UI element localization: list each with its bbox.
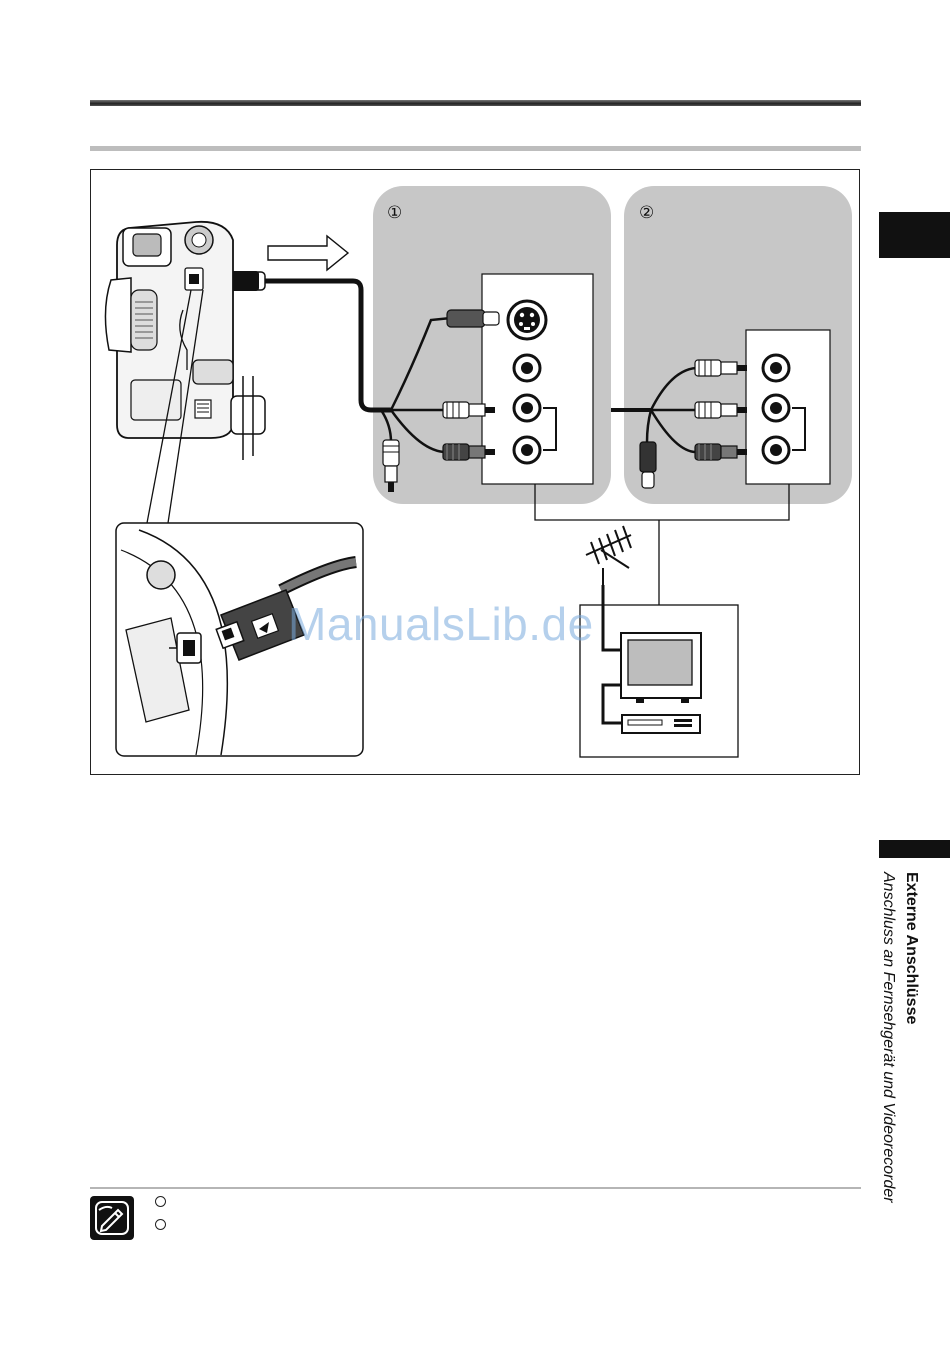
- rca-jack-1c: [514, 437, 540, 463]
- pencil-note-icon: [90, 1196, 134, 1240]
- vcr-icon: [622, 715, 700, 733]
- connection-diagram: ① ②: [90, 169, 860, 775]
- panel-marker-2: ②: [639, 203, 654, 223]
- section-subtitle: Anschluss an Fernsehgerät und Videorecor…: [879, 872, 897, 1203]
- antenna-icon: [586, 526, 631, 585]
- camcorder-illustration: [105, 222, 265, 460]
- header-rule-top: [90, 100, 861, 106]
- section-title: Externe Anschlüsse: [902, 872, 920, 1024]
- rca-jack-2b: [763, 395, 789, 421]
- panel-marker-1: ①: [387, 203, 402, 223]
- rca-jack-2a: [763, 355, 789, 381]
- pencil-note-icon-svg: [90, 1196, 134, 1240]
- note-bullet-2: [155, 1219, 166, 1230]
- s-video-jack: [508, 301, 546, 339]
- watermark-text: ManualsLib.de: [288, 597, 594, 651]
- rca-jack-1a: [514, 355, 540, 381]
- arrow-right-icon: [268, 236, 348, 270]
- s-video-plug-2: [640, 442, 656, 488]
- s-video-plug-1: [447, 310, 499, 327]
- note-bullet-1: [155, 1196, 166, 1207]
- header-rule-secondary: [90, 146, 861, 151]
- rca-jack-1b: [514, 395, 540, 421]
- note-separator: [90, 1187, 861, 1189]
- rca-jack-2c: [763, 437, 789, 463]
- connection-diagram-svg: ① ②: [91, 170, 861, 776]
- section-tab-marker: [879, 840, 950, 858]
- tv-icon: [621, 633, 701, 703]
- chapter-tab-marker: [879, 212, 950, 258]
